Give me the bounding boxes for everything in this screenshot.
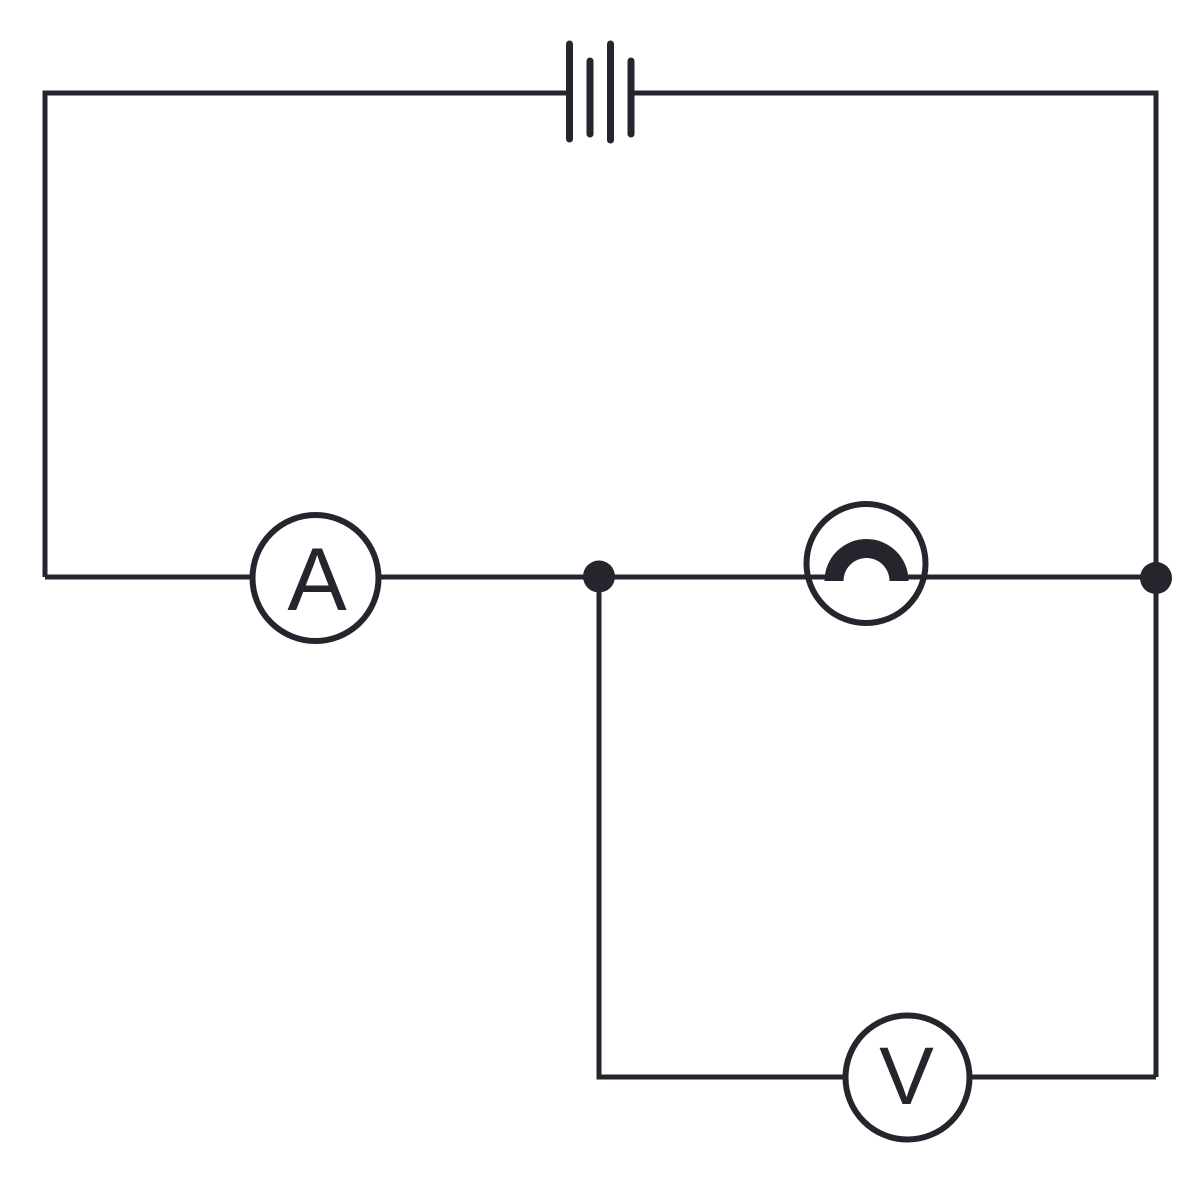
battery-symbol: [566, 40, 635, 144]
ammeter-symbol: A: [249, 512, 382, 644]
junction-dot-right: [1140, 562, 1172, 594]
lamp-filament-dome: [824, 539, 909, 581]
ammeter-circle: [249, 512, 382, 644]
lamp-wire-gap: [843, 569, 890, 586]
junction-dots: [583, 560, 1172, 594]
wire-left-loop: [42, 90, 570, 577]
lamp-symbol: [803, 501, 929, 626]
voltmeter-circle: [842, 1012, 973, 1143]
wire-voltmeter-branch: [596, 577, 1156, 1080]
lamp-circle: [803, 501, 929, 626]
junction-dot-left: [583, 560, 615, 593]
wire-right-loop: [631, 90, 1159, 1077]
ammeter-label: A: [287, 529, 347, 629]
voltmeter-symbol: V: [842, 1012, 973, 1143]
voltmeter-label: V: [879, 1031, 934, 1122]
